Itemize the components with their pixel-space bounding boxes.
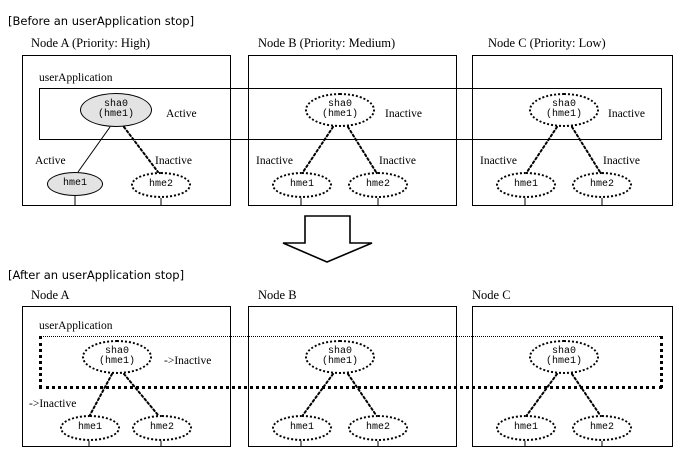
- resource-label-line2: (hme1): [545, 356, 582, 367]
- resource-label-line1: sha0: [103, 98, 128, 110]
- resource-hme1-node-c-before[interactable]: hme1: [496, 172, 556, 198]
- resource-label-line2: (hme1): [545, 109, 582, 120]
- user-application-band-after-right: [660, 336, 663, 388]
- resource-label: hme1: [513, 421, 538, 433]
- resource-hme1-node-a-before[interactable]: hme1: [47, 172, 103, 196]
- resource-label: hme1: [77, 421, 102, 433]
- state-label-hme1-node-b-before: Inactive: [256, 155, 294, 167]
- resource-label-line1: sha0: [327, 345, 352, 357]
- node-box-b-before: [248, 55, 457, 206]
- section-heading-before: [Before an userApplication stop]: [8, 14, 195, 28]
- resource-hme2-node-b-after[interactable]: hme2: [348, 415, 408, 441]
- user-application-band-after-left: [39, 336, 42, 388]
- resource-label-line2: (hme1): [321, 356, 358, 367]
- node-title-b-after: Node B: [258, 288, 297, 302]
- resource-sha0-node-b-after[interactable]: sha0 (hme1): [305, 340, 375, 374]
- node-title-a-after: Node A: [31, 288, 70, 302]
- node-title-c-before: Node C (Priority: Low): [488, 36, 606, 50]
- resource-hme1-node-b-before[interactable]: hme1: [272, 172, 332, 198]
- resource-hme2-node-a-before[interactable]: hme2: [131, 172, 191, 198]
- transition-down-arrow: [282, 215, 373, 263]
- node-box-a-after: [22, 306, 231, 447]
- user-application-band-after-top: [39, 336, 662, 337]
- node-box-c-before: [472, 55, 673, 206]
- node-title-a-before: Node A (Priority: High): [31, 36, 151, 50]
- resource-sha0-node-a-before[interactable]: sha0 (hme1): [80, 93, 152, 127]
- resource-label-line1: sha0: [551, 345, 576, 357]
- resource-sha0-node-c-before[interactable]: sha0 (hme1): [529, 93, 599, 127]
- resource-hme1-node-a-after[interactable]: hme1: [60, 415, 120, 441]
- state-label-hme2-node-b-before: Inactive: [379, 155, 417, 167]
- resource-sha0-node-a-after[interactable]: sha0 (hme1): [82, 340, 152, 374]
- resource-label-line1: sha0: [104, 345, 129, 357]
- state-label-sha0-node-a-before: Active: [166, 108, 197, 120]
- resource-label: hme2: [589, 421, 614, 433]
- resource-label: hme1: [513, 178, 538, 190]
- resource-label: hme1: [289, 178, 314, 190]
- resource-hme2-node-a-after[interactable]: hme2: [132, 415, 192, 441]
- state-label-sha0-node-b-before: Inactive: [385, 108, 423, 120]
- state-label-hme1-node-c-before: Inactive: [480, 155, 518, 167]
- user-application-label-before: userApplication: [39, 72, 113, 84]
- state-label-hme1-node-a-before: Active: [35, 155, 66, 167]
- node-box-c-after: [472, 306, 673, 447]
- state-label-sha0-node-a-after: ->Inactive: [164, 355, 212, 367]
- resource-label: hme2: [148, 178, 173, 190]
- resource-hme1-node-b-after[interactable]: hme1: [272, 415, 332, 441]
- node-title-b-before: Node B (Priority: Medium): [258, 36, 396, 50]
- resource-label: hme1: [289, 421, 314, 433]
- resource-sha0-node-c-after[interactable]: sha0 (hme1): [529, 340, 599, 374]
- resource-label-line1: sha0: [327, 98, 352, 110]
- section-heading-after: [After an userApplication stop]: [8, 268, 185, 282]
- user-application-band-after-bottom: [39, 386, 662, 389]
- state-label-hme1-node-a-after: ->Inactive: [29, 398, 77, 410]
- resource-sha0-node-b-before[interactable]: sha0 (hme1): [305, 93, 375, 127]
- resource-hme2-node-b-before[interactable]: hme2: [348, 172, 408, 198]
- resource-label-line1: sha0: [551, 98, 576, 110]
- resource-label-line2: (hme1): [98, 356, 135, 367]
- node-title-c-after: Node C: [472, 288, 511, 302]
- resource-hme1-node-c-after[interactable]: hme1: [496, 415, 556, 441]
- resource-label: hme2: [589, 178, 614, 190]
- resource-label-line2: (hme1): [97, 109, 134, 120]
- resource-label: hme1: [62, 177, 87, 189]
- state-label-hme2-node-c-before: Inactive: [603, 155, 641, 167]
- resource-hme2-node-c-after[interactable]: hme2: [572, 415, 632, 441]
- resource-label-line2: (hme1): [321, 109, 358, 120]
- state-label-sha0-node-c-before: Inactive: [608, 108, 646, 120]
- resource-label: hme2: [365, 178, 390, 190]
- node-box-a-before: [22, 55, 231, 206]
- resource-label: hme2: [365, 421, 390, 433]
- user-application-label-after: userApplication: [39, 320, 113, 332]
- resource-hme2-node-c-before[interactable]: hme2: [572, 172, 632, 198]
- state-label-hme2-node-a-before: Inactive: [155, 155, 193, 167]
- resource-label: hme2: [149, 421, 174, 433]
- node-box-b-after: [248, 306, 457, 447]
